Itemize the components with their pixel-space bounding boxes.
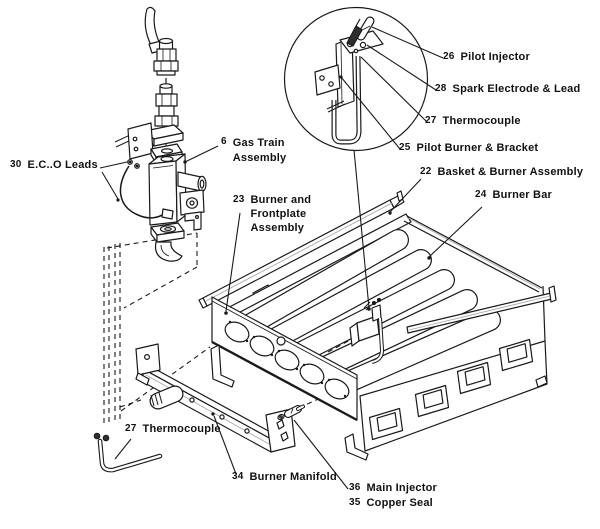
pilot-sight-hole	[276, 336, 286, 346]
thermocouple-drawing	[93, 432, 163, 473]
callout-number: 30	[10, 159, 22, 170]
leader-dots	[116, 75, 431, 416]
frontplate-hole	[224, 321, 350, 400]
callout-pilot-burner: 25 Pilot Burner & Bracket	[399, 142, 538, 154]
callout-number: 25	[399, 142, 411, 153]
burner-tube	[333, 309, 501, 395]
frontplate	[211, 296, 358, 422]
manifold-right-bracket	[265, 408, 296, 453]
burner-manifold-drawing	[135, 343, 305, 453]
callout-copper-seal: 35 Copper Seal	[349, 497, 433, 509]
vent-slot	[456, 361, 492, 395]
pilot-bracket	[314, 37, 355, 108]
callout-label: Pilot Burner & Bracket	[416, 142, 539, 154]
callout-label: Pilot Injector	[460, 51, 530, 63]
callout-number: 24	[475, 189, 487, 200]
burner-tubes	[233, 229, 501, 395]
burner-tube	[308, 289, 478, 381]
callout-number: 36	[349, 482, 361, 493]
mounting-bracket-plate	[114, 122, 154, 160]
vent-slot	[498, 338, 534, 372]
callout-label: Burner Bar	[492, 189, 552, 201]
eco-terminal-screws	[127, 159, 140, 169]
callout-label: Burner Manifold	[249, 471, 337, 483]
callout-main-injector: 36 Main Injector	[349, 482, 437, 494]
frontplate-screw-dots	[228, 320, 347, 398]
callout-thermocouple-top: 27 Thermocouple	[425, 115, 521, 127]
callout-number: 6	[221, 136, 227, 147]
callout-basket-burner: 22 Basket & Burner Assembly	[420, 166, 583, 178]
pilot-detail-circle	[283, 6, 429, 152]
callout-number: 28	[435, 83, 447, 94]
callout-pilot-injector: 26 Pilot Injector	[443, 51, 530, 63]
callout-burner-manifold: 34 Burner Manifold	[232, 471, 337, 483]
callout-number: 22	[420, 166, 432, 177]
main-injector-fitting	[284, 404, 305, 418]
callout-number: 23	[233, 194, 245, 205]
ball-valve-body	[153, 37, 179, 86]
gas-valve-body	[148, 143, 207, 231]
manifold-orifice-holes	[189, 397, 250, 434]
callout-number: 27	[125, 423, 137, 434]
callout-eco-leads: 30 E.C..O Leads	[10, 159, 98, 171]
burner-tube	[283, 269, 455, 367]
callout-label: Burner and Frontplate Assembly	[250, 194, 312, 234]
spark-electrode-part	[346, 18, 363, 47]
callout-number: 35	[349, 497, 361, 508]
vent-slot	[368, 407, 404, 441]
pilot-burner-in-basket	[349, 297, 384, 364]
callout-spark-electrode: 28 Spark Electrode & Lead	[435, 83, 580, 95]
callout-number: 34	[232, 471, 244, 482]
burner-tube	[233, 229, 409, 339]
callout-number: 26	[443, 51, 455, 62]
burner-tube	[258, 249, 432, 353]
vent-slot	[414, 384, 450, 418]
callout-label: Main Injector	[366, 482, 437, 494]
eco-lead-wire	[119, 165, 174, 220]
leader-lines	[99, 26, 483, 490]
basket-right-face	[359, 338, 548, 452]
basket-burner-assembly-drawing	[198, 190, 557, 461]
valve-outlet-flange	[150, 222, 185, 262]
copper-seal-ring	[277, 413, 285, 421]
right-rail	[406, 285, 557, 334]
callout-burner-bar: 24 Burner Bar	[475, 189, 552, 201]
callout-number: 27	[425, 115, 437, 126]
callout-label: Thermocouple	[442, 115, 521, 127]
manifold-left-bracket	[135, 343, 161, 386]
basket-feet	[210, 344, 548, 461]
callout-label: Thermocouple	[142, 423, 221, 435]
callout-label: Gas Train Assembly	[232, 137, 287, 164]
callout-label: Copper Seal	[366, 497, 433, 509]
callout-thermocouple-bottom: 27 Thermocouple	[125, 423, 221, 435]
electrode-lead-wire	[326, 100, 346, 113]
basket-rim	[219, 213, 546, 342]
gas-train-assembly-drawing	[114, 6, 207, 262]
callout-gas-train: 6 Gas Train Assembly	[221, 136, 295, 165]
manifold-inlet-stub	[149, 385, 184, 410]
callout-burner-frontplate: 23 Burner and Frontplate Assembly	[233, 194, 319, 236]
thermocouple-j-tube	[331, 55, 362, 145]
pilot-injector-part	[356, 16, 375, 41]
callout-label: Basket & Burner Assembly	[437, 166, 584, 178]
callout-label: Spark Electrode & Lead	[452, 83, 581, 95]
callout-label: E.C..O Leads	[27, 159, 98, 171]
